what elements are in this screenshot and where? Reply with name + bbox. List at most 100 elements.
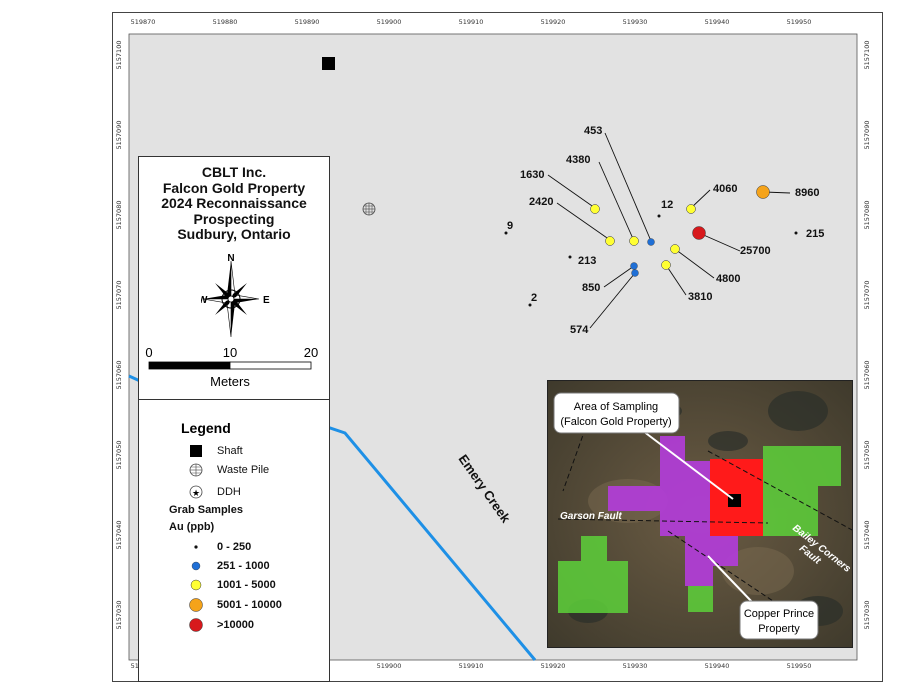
- copper-prince-parcel: [608, 436, 738, 586]
- sample-label: 453: [584, 125, 602, 137]
- legend-class-1: 251 - 1000: [217, 560, 270, 572]
- x-tick-label: 519920: [541, 662, 566, 670]
- class-0-icon: [194, 545, 198, 549]
- sample-3810: [661, 260, 671, 270]
- y-tick-label: 5157060: [863, 361, 871, 390]
- sample-label: 2420: [529, 196, 553, 208]
- svg-text:★: ★: [192, 489, 200, 499]
- x-tick-label: 519930: [623, 662, 648, 670]
- x-tick-label: 519900: [377, 662, 402, 670]
- legend-au-unit: Au (ppb): [169, 521, 215, 533]
- class-2-icon: [190, 579, 202, 591]
- sample-25700: [692, 226, 706, 240]
- sample-label: 25700: [740, 245, 771, 257]
- sample-453: [647, 238, 655, 246]
- x-tick-label: 519920: [541, 18, 566, 26]
- sample-label: 8960: [795, 187, 819, 199]
- sample-574: [631, 269, 639, 277]
- compass-n: N: [227, 253, 234, 264]
- sample-215: [794, 231, 798, 235]
- svg-text:0: 0: [145, 345, 152, 360]
- x-tick-label: 519940: [705, 18, 730, 26]
- class-3-icon: [189, 598, 203, 612]
- location-inset: Garson Fault Bailey Corners Fault Area o…: [547, 380, 853, 648]
- sample-2420: [605, 236, 615, 246]
- sample-label: 4800: [716, 273, 740, 285]
- legend: Legend ★ Shaft Waste Pile DDH Grab Sampl…: [138, 400, 330, 682]
- x-tick-label: 519910: [459, 662, 484, 670]
- y-tick-label: 5157030: [863, 601, 871, 630]
- class-4-icon: [189, 618, 203, 632]
- svg-text:Property: Property: [758, 623, 800, 635]
- legend-class-3: 5001 - 10000: [217, 599, 282, 611]
- grab-samples: [504, 185, 798, 307]
- inset-map: Garson Fault Bailey Corners Fault Area o…: [548, 381, 852, 647]
- sample-label: 850: [582, 282, 600, 294]
- garson-fault-line: [557, 518, 769, 524]
- sample-label: 2: [531, 292, 537, 304]
- sample-label: 4380: [566, 154, 590, 166]
- legend-class-4: >10000: [217, 619, 255, 631]
- x-tick-label: 519940: [705, 662, 730, 670]
- x-tick-label: 519910: [459, 18, 484, 26]
- sample-4380: [629, 236, 639, 246]
- y-tick-label: 5157070: [115, 281, 123, 310]
- y-tick-label: 5157090: [115, 121, 123, 150]
- y-tick-label: 5157050: [863, 441, 871, 470]
- sample-1630: [590, 204, 600, 214]
- legend-waste-pile: Waste Pile: [217, 464, 270, 476]
- sample-12: [657, 214, 661, 218]
- scale-bar: 0 10 20 Meters: [145, 345, 318, 389]
- sample-213: [568, 255, 572, 259]
- legend-grab-samples: Grab Samples: [169, 504, 243, 516]
- compass-e: E: [263, 295, 270, 306]
- scale-unit: Meters: [210, 374, 250, 389]
- sample-label: 9: [507, 220, 513, 232]
- sample-8960: [756, 185, 770, 199]
- x-tick-label: 519890: [295, 18, 320, 26]
- area-of-sampling-callout: [553, 392, 680, 434]
- sample-label: 1630: [520, 169, 544, 181]
- ddh-icon: ★: [189, 485, 203, 499]
- x-tick-label: 519950: [787, 18, 812, 26]
- svg-text:20: 20: [304, 345, 318, 360]
- y-tick-label: 5157080: [863, 201, 871, 230]
- sample-label: 213: [578, 255, 596, 267]
- sample-label: 12: [661, 199, 673, 211]
- sample-label: 215: [806, 228, 824, 240]
- shaft-marker: [322, 57, 335, 70]
- legend-class-2: 1001 - 5000: [217, 579, 276, 591]
- north-arrow-icon: N S W E: [201, 253, 270, 338]
- svg-text:Copper Prince: Copper Prince: [744, 608, 814, 620]
- sample-label: 574: [570, 324, 589, 336]
- svg-text:10: 10: [223, 345, 237, 360]
- sample-9: [504, 231, 508, 235]
- sample-850: [630, 262, 638, 270]
- class-1-icon: [191, 561, 201, 571]
- waste-pile-marker: [362, 202, 376, 216]
- sample-4800: [670, 244, 680, 254]
- legend-class-0: 0 - 250: [217, 541, 252, 553]
- svg-text:(Falcon Gold Property): (Falcon Gold Property): [560, 416, 671, 428]
- sample-leaders: [547, 132, 791, 329]
- y-tick-label: 5157070: [863, 281, 871, 310]
- title-box: CBLT Inc. Falcon Gold Property 2024 Reco…: [138, 156, 330, 400]
- x-tick-label: 519900: [377, 18, 402, 26]
- sample-4060: [686, 204, 696, 214]
- copper-prince-callout: [739, 600, 819, 640]
- x-tick-label: 519880: [213, 18, 238, 26]
- y-tick-label: 5157090: [863, 121, 871, 150]
- bailey-fault-line: [707, 450, 852, 531]
- y-tick-label: 5157060: [115, 361, 123, 390]
- y-tick-label: 5157040: [115, 521, 123, 550]
- x-tick-label: 519930: [623, 18, 648, 26]
- y-tick-label: 5157040: [863, 521, 871, 550]
- x-tick-label: 519870: [131, 18, 156, 26]
- compass-w: W: [201, 295, 208, 306]
- sample-label: 3810: [688, 291, 712, 303]
- shaft-icon: [190, 445, 202, 457]
- garson-fault-label: Garson Fault: [560, 511, 622, 522]
- other-properties: [558, 446, 841, 613]
- waste-pile-icon: [189, 463, 203, 477]
- map-title: CBLT Inc. Falcon Gold Property 2024 Reco…: [161, 164, 307, 242]
